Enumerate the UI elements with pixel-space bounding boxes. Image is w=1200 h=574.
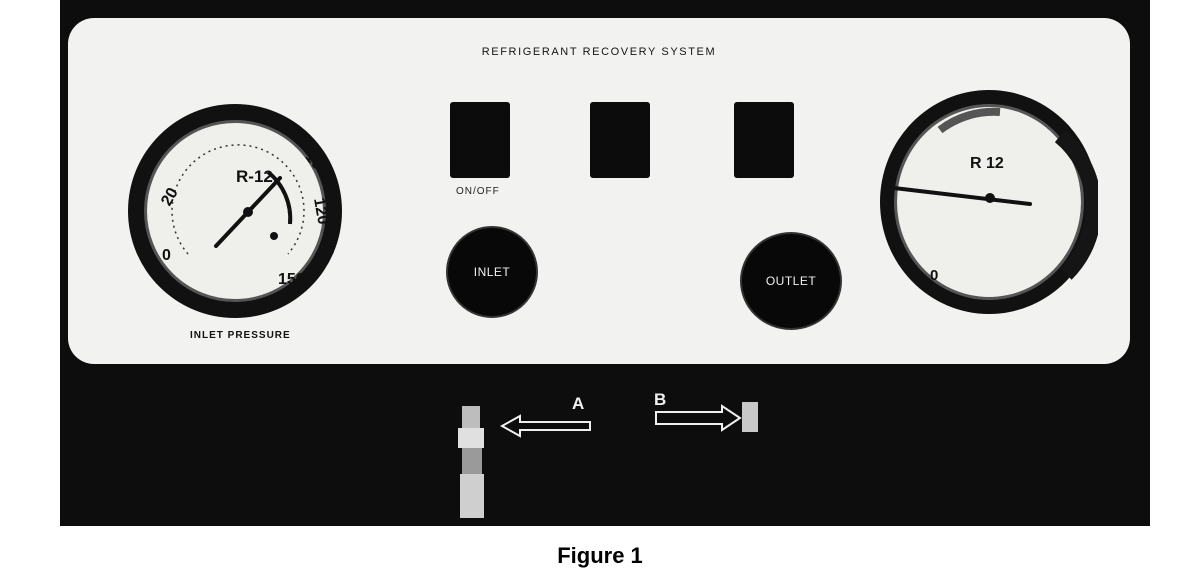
rocker-switch-2[interactable]: [590, 102, 650, 178]
gauge-left-label-120: 120: [310, 197, 331, 226]
inlet-pressure-gauge: R-12 0 20 100 120 150: [128, 104, 342, 318]
on-off-switch[interactable]: [450, 102, 510, 178]
gauge-right-label-3: 3: [884, 181, 892, 197]
gauge-left-label-0: 0: [162, 247, 171, 264]
gauge-left-label-20: 20: [158, 185, 182, 209]
inlet-knob[interactable]: INLET: [446, 226, 538, 318]
arrow-label-a: A: [572, 394, 585, 413]
rocker-switch-3[interactable]: [734, 102, 794, 178]
panel-title: REFRIGERANT RECOVERY SYSTEM: [481, 46, 717, 58]
gauge-right-refrigerant: R 12: [970, 155, 1004, 172]
on-off-label: ON/OFF: [456, 186, 500, 197]
right-gauge: R 12 3 0: [880, 90, 1098, 314]
gauge-face: [144, 120, 326, 302]
inlet-knob-label: INLET: [473, 265, 511, 279]
recovery-unit-photo: REFRIGERANT RECOVERY SYSTEM R-12 0 20 10…: [60, 0, 1150, 526]
gauge-left-label-100: 100: [301, 149, 331, 180]
gauge-needle: [892, 186, 1032, 206]
arrow-label-b: B: [654, 390, 667, 409]
outlet-knob-label: OUTLET: [765, 274, 817, 288]
gauge-left-refrigerant: R-12: [236, 167, 273, 186]
gauge-dial-marks: R 12 3 0: [884, 107, 1098, 284]
hose-fittings: [458, 402, 758, 518]
control-panel: REFRIGERANT RECOVERY SYSTEM R-12 0 20 10…: [68, 18, 1130, 364]
outlet-knob[interactable]: OUTLET: [740, 232, 842, 330]
gauge-right-label-0: 0: [930, 267, 938, 284]
figure-caption: Figure 1: [557, 543, 643, 568]
inlet-pressure-label: INLET PRESSURE: [190, 330, 291, 341]
gauge-dial-marks: R-12 0 20 100 120 150: [158, 144, 332, 288]
gauge-left-label-150: 150: [278, 271, 305, 288]
